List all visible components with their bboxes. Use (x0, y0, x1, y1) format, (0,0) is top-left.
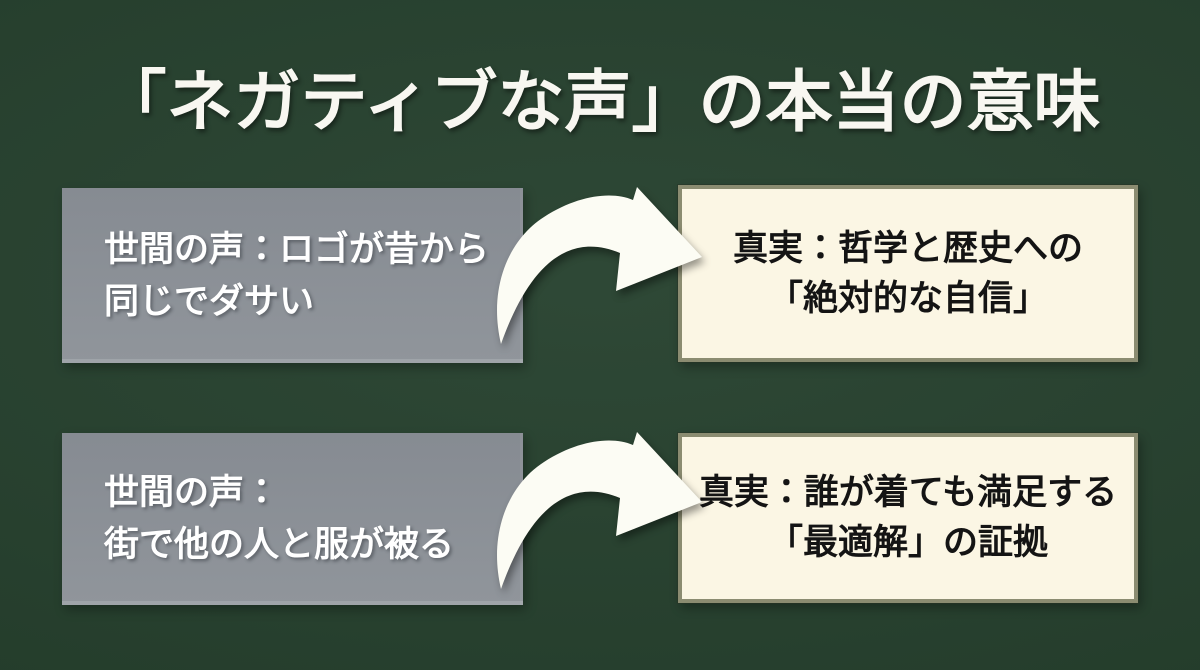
voice-text-line: 同じでダサい (104, 281, 315, 321)
curved-arrow-icon (497, 187, 702, 344)
truth-text-line: 「最適解」の証拠 (767, 523, 1048, 562)
curved-arrow-icon (497, 432, 702, 589)
slide-title: 「ネガティブな声」の本当の意味 (99, 62, 1101, 141)
public-voice-box-1: 世間の声：ロゴが昔から 同じでダサい (62, 188, 523, 363)
truth-box-2: 真実：誰が着ても満足する 「最適解」の証拠 (678, 433, 1138, 603)
truth-text-line: 真実：哲学と歴史への (732, 228, 1083, 268)
truth-box-1: 真実：哲学と歴史への 「絶対的な自信」 (678, 185, 1138, 362)
voice-text-line: 世間の声： (104, 473, 280, 512)
truth-text-line: 真実：誰が着ても満足する (698, 473, 1118, 512)
public-voice-box-2: 世間の声： 街で他の人と服が被る (62, 433, 523, 605)
voice-text-line: 世間の声：ロゴが昔から (104, 229, 490, 269)
truth-text-line: 「絶対的な自信」 (767, 278, 1048, 318)
voice-text-line: 街で他の人と服が被る (104, 525, 455, 564)
